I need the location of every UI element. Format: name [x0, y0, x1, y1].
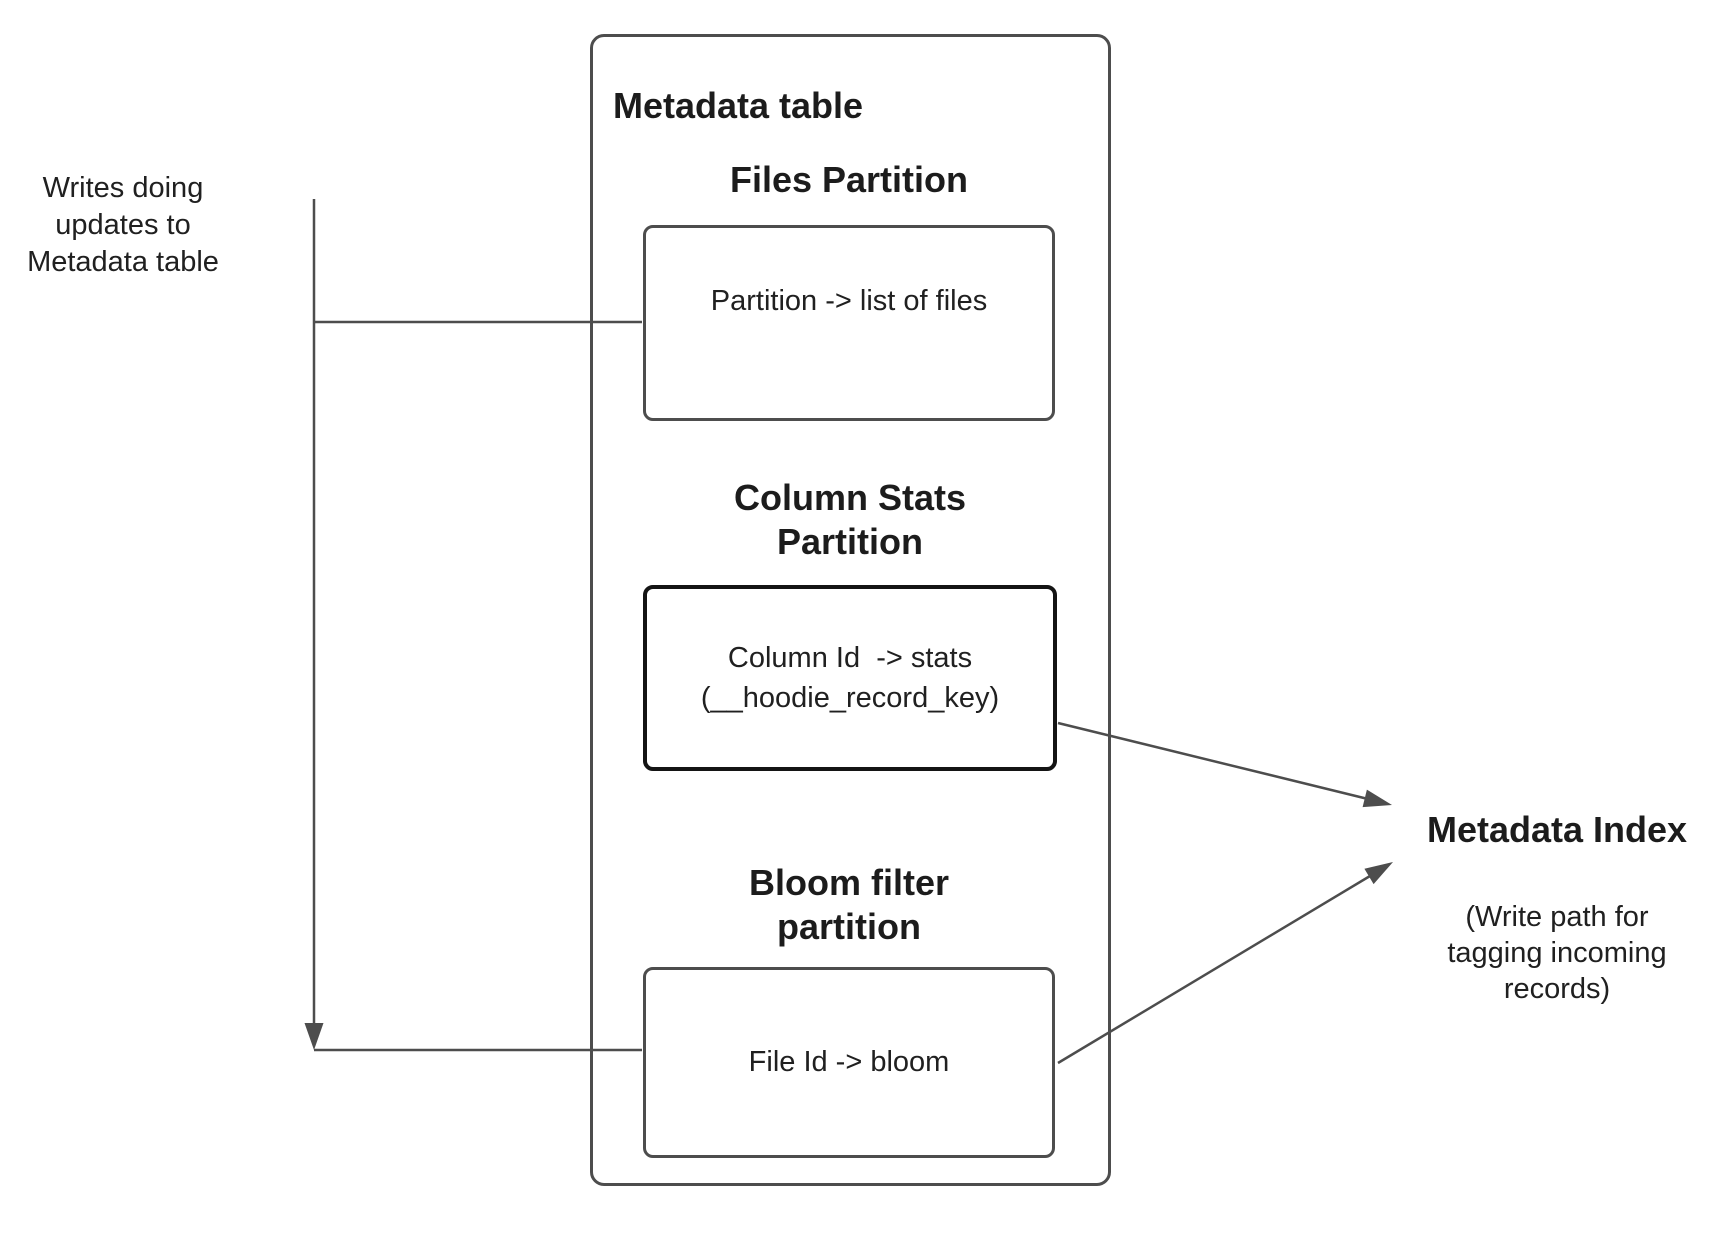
writes-updates-label-line1: Writes doing — [42, 172, 204, 204]
writes-updates-label-line2: updates to — [55, 209, 191, 241]
bloom-filter-heading-line2: partition — [777, 906, 921, 947]
writes-down-arrowhead-icon — [304, 1023, 324, 1050]
metadata-table-container — [590, 34, 1111, 1186]
bloom-filter-box: File Id -> bloom — [643, 967, 1055, 1158]
bloom-filter-heading: Bloom filter partition — [643, 861, 1055, 949]
column-stats-box-text-line1: Column Id -> stats — [727, 642, 973, 674]
column-stats-heading-line1: Column Stats — [733, 477, 966, 518]
writes-updates-label: Writes doing updates to Metadata table — [18, 170, 228, 281]
metadata-table-title: Metadata table — [613, 85, 864, 126]
files-partition-heading: Files Partition — [729, 159, 969, 200]
writes-updates-label-line3: Metadata table — [27, 246, 219, 278]
bloom-filter-box-text: File Id -> bloom — [748, 1046, 950, 1078]
column-stats-heading: Column Stats Partition — [643, 476, 1057, 564]
column-stats-box-text-line2: (__hoodie_record_key) — [700, 682, 1000, 714]
bloom-filter-heading-line1: Bloom filter — [748, 862, 949, 903]
metadata-index-subtitle-line1: (Write path for — [1465, 901, 1649, 933]
metadata-index-subtitle-line2: tagging incoming — [1447, 937, 1667, 969]
files-partition-box: Partition -> list of files — [643, 225, 1055, 421]
metadata-index-title: Metadata Index — [1426, 809, 1688, 850]
column-stats-heading-line2: Partition — [776, 521, 923, 562]
column-stats-box-text: Column Id -> stats (__hoodie_record_key) — [701, 638, 999, 718]
column-stats-to-index-arrowhead-icon — [1362, 789, 1392, 808]
column-stats-box: Column Id -> stats (__hoodie_record_key) — [643, 585, 1057, 771]
metadata-index-subtitle-line3: records) — [1503, 973, 1611, 1005]
metadata-index-subtitle: (Write path for tagging incoming records… — [1386, 899, 1718, 1007]
files-partition-box-text: Partition -> list of files — [710, 285, 988, 317]
bloom-to-index-arrowhead-icon — [1364, 862, 1393, 885]
